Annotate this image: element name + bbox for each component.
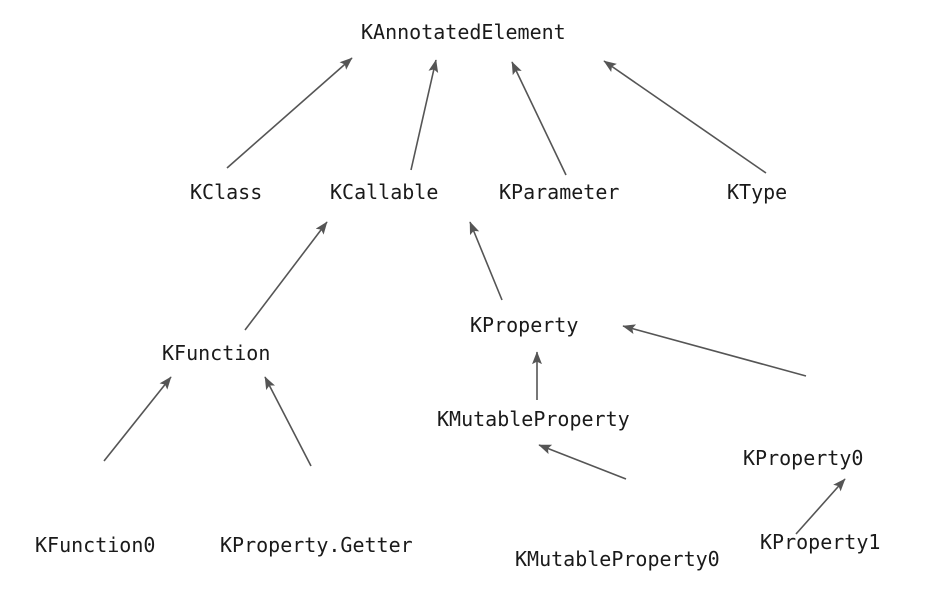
edge-kfunction-to-kcallable (244, 221, 328, 331)
edge-kproperty-arity-to-kproperty (622, 324, 807, 377)
node-kfunction0[interactable]: KFunction0 (35, 533, 156, 557)
node-kproperty-getter[interactable]: KProperty.Getter (220, 533, 413, 557)
node-kproperty0[interactable]: KProperty0 (743, 446, 864, 470)
node-kmutableproperty[interactable]: KMutableProperty (437, 407, 630, 431)
edge-kclass-to-kannotatedelement (226, 57, 353, 169)
node-kmutableproperty0[interactable]: KMutableProperty0 (515, 547, 720, 571)
node-kannotatedelement[interactable]: KAnnotatedElement (361, 20, 566, 44)
node-group-kfunction-arity[interactable]: KFunction0 KFunction1 KFunction2 ... (35, 475, 189, 614)
node-group-property-accessors[interactable]: KProperty.Getter KMutableProperty. Sette… (220, 475, 442, 614)
edge-ktype-to-kannotatedelement (603, 60, 767, 174)
node-group-kproperty-arity[interactable]: KProperty0 KProperty1 KProperty2 (743, 388, 897, 614)
node-kproperty[interactable]: KProperty (470, 313, 579, 337)
node-kcallable[interactable]: KCallable (330, 180, 439, 204)
node-group-kmutableproperty-arity[interactable]: KMutableProperty0 KMutableProperty1 KMut… (515, 489, 754, 614)
node-ktype[interactable]: KType (727, 180, 788, 204)
node-kproperty1[interactable]: KProperty1 (760, 530, 881, 554)
edge-kmutableproperty-arity-to-kmutableproperty (538, 444, 627, 480)
node-kfunction[interactable]: KFunction (162, 341, 271, 365)
edge-kproperty-to-kcallable (469, 221, 503, 301)
edge-kcallable-to-kannotatedelement (410, 59, 439, 171)
edge-accessors-to-kfunction (264, 376, 312, 467)
node-kparameter[interactable]: KParameter (499, 180, 620, 204)
edge-kfunction-arity-to-kfunction (103, 376, 172, 462)
edge-kparameter-to-kannotatedelement (511, 61, 567, 176)
node-kclass[interactable]: KClass (190, 180, 263, 204)
